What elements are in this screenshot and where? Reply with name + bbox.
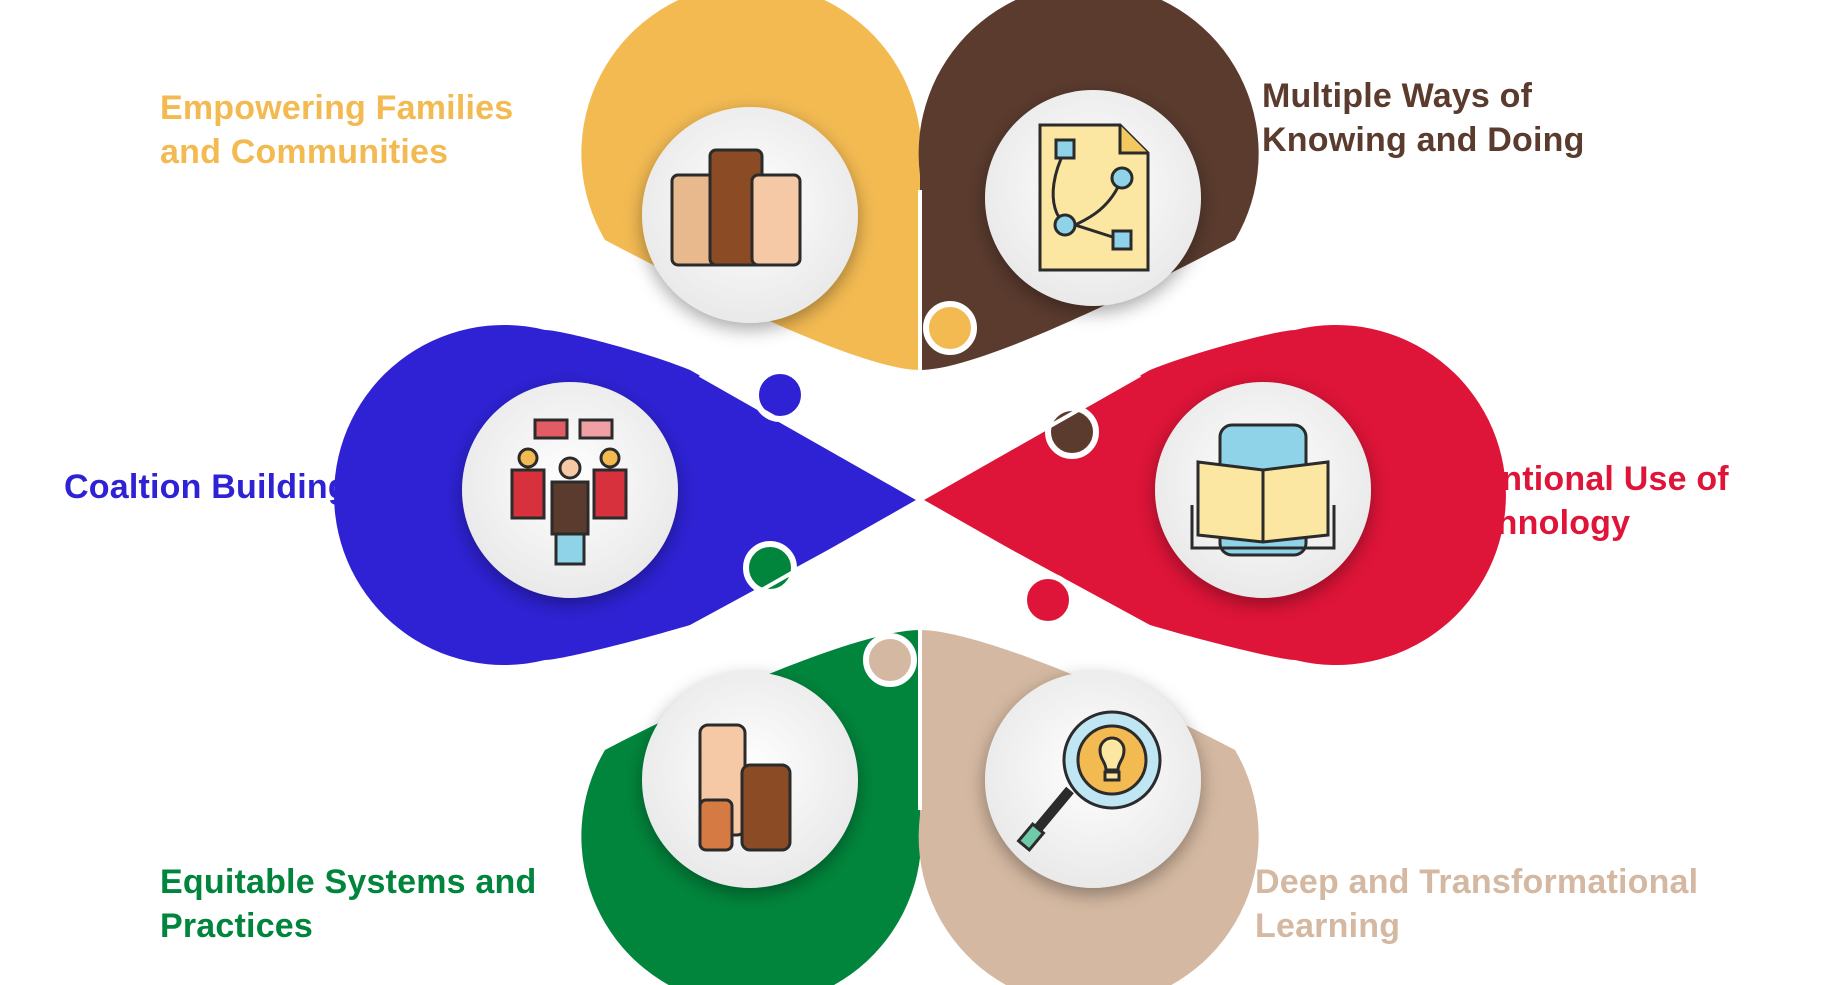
raised-hands-icon — [698, 723, 792, 852]
icon-circle-technology — [1155, 382, 1371, 598]
icon-circle-equitable — [642, 672, 858, 888]
label-knowing-line2: Knowing and Doing — [1262, 121, 1585, 159]
label-learning: Deep and Transformational Learning — [1255, 860, 1698, 948]
label-learning-line2: Learning — [1255, 907, 1401, 945]
icon-circle-coalition — [462, 382, 678, 598]
knob-top — [923, 301, 977, 355]
label-coalition: Coaltion Building — [64, 465, 349, 509]
label-technology-line1: Intentional Use of — [1440, 460, 1729, 498]
label-coalition-line1: Coaltion Building — [64, 468, 349, 506]
vector-file-icon — [1038, 123, 1150, 272]
icon-circle-knowing — [985, 90, 1201, 306]
label-families-line2: and Communities — [160, 133, 449, 171]
icon-circle-families — [642, 107, 858, 323]
digital-book-icon — [1190, 423, 1336, 557]
seams — [699, 190, 1141, 810]
raised-fists-icon — [670, 148, 802, 267]
label-equitable-line2: Practices — [160, 907, 314, 945]
label-equitable: Equitable Systems and Practices — [160, 860, 536, 948]
knob-bottom — [863, 633, 917, 687]
label-learning-line1: Deep and Transformational — [1255, 863, 1699, 901]
knob-right-bottom — [1021, 573, 1075, 627]
label-families-line1: Empowering Families — [160, 89, 514, 127]
lightbulb-magnifier-icon — [1016, 710, 1162, 853]
label-knowing-line1: Multiple Ways of — [1262, 77, 1533, 115]
label-knowing: Multiple Ways of Knowing and Doing — [1262, 74, 1585, 162]
label-technology-line2: Technology — [1440, 504, 1631, 542]
label-technology: Intentional Use of Technology — [1440, 457, 1729, 545]
label-equitable-line1: Equitable Systems and — [160, 863, 537, 901]
icon-circle-learning — [985, 672, 1201, 888]
label-families: Empowering Families and Communities — [160, 86, 513, 174]
protest-group-icon — [510, 418, 628, 566]
